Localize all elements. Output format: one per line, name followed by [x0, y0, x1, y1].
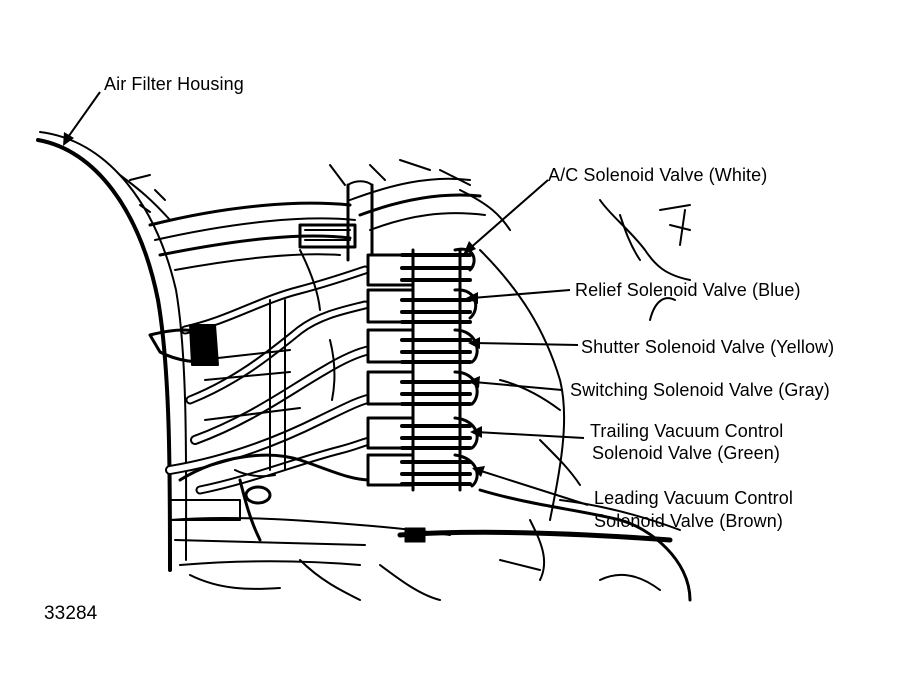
- arrow-head-icon: [463, 241, 476, 255]
- leader-ac-solenoid: [467, 179, 549, 251]
- air-filter-housing-outline: [36, 138, 172, 572]
- arrow-head-icon: [63, 132, 74, 146]
- label-leading-vacuum-line2: Solenoid Valve (Brown): [594, 511, 783, 531]
- leader-leading-solenoid: [477, 469, 589, 506]
- leader-trailing-solenoid: [475, 431, 585, 439]
- label-leading-vacuum-line1: Leading Vacuum Control: [594, 488, 793, 508]
- solenoid-valve-stack: [366, 247, 479, 492]
- left-clamp: [189, 324, 219, 366]
- arrow-head-icon: [472, 466, 485, 477]
- figure-number: 33284: [44, 603, 98, 624]
- leader-relief-solenoid: [471, 289, 571, 299]
- leader-air-filter: [65, 91, 101, 141]
- arrow-head-icon: [466, 292, 478, 304]
- leader-shutter-solenoid: [473, 342, 579, 346]
- label-ac-solenoid-valve: A/C Solenoid Valve (White): [548, 165, 768, 185]
- leader-lines: [63, 91, 589, 506]
- leader-switching-solenoid: [473, 381, 563, 391]
- label-switching-solenoid-valve: Switching Solenoid Valve (Gray): [570, 380, 830, 400]
- harness-clamp: [298, 223, 357, 249]
- label-trailing-vacuum-line1: Trailing Vacuum Control: [590, 421, 784, 441]
- label-trailing-vacuum-line2: Solenoid Valve (Green): [592, 443, 780, 463]
- arrow-head-icon: [468, 376, 480, 388]
- engine-illustration: [36, 131, 692, 602]
- label-relief-solenoid-valve: Relief Solenoid Valve (Blue): [575, 280, 801, 300]
- arrow-head-icon: [468, 337, 480, 349]
- label-shutter-solenoid-valve: Shutter Solenoid Valve (Yellow): [581, 337, 835, 357]
- label-air-filter-housing: Air Filter Housing: [104, 74, 244, 94]
- arrow-head-icon: [470, 426, 482, 438]
